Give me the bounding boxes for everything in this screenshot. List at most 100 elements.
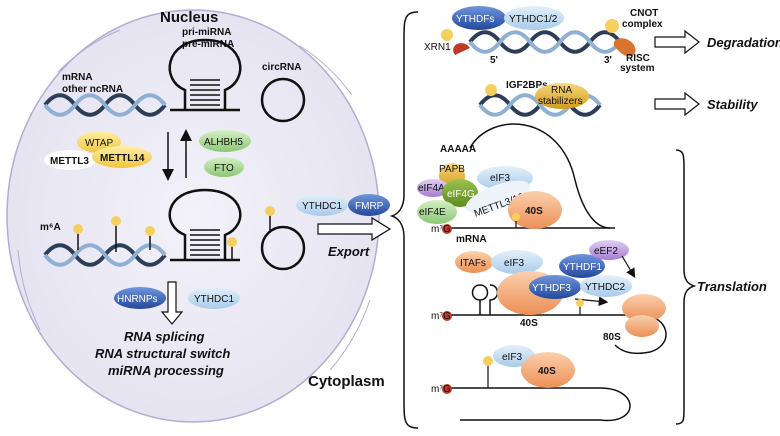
risc-label: RISC [626, 53, 650, 64]
degradation-label: Degradation [707, 35, 780, 50]
ythdc1-export-label: YTHDC1 [302, 201, 342, 212]
other-ncrna-label: other ncRNA [62, 84, 123, 95]
m7g-label-2: m⁷G [431, 311, 451, 322]
xrn1-protein [453, 43, 470, 55]
itafs-protein [455, 251, 493, 273]
ribosome-80s [622, 294, 666, 337]
igf2bps-label: IGF2BPs [506, 80, 548, 91]
rna-stabilizers-protein [535, 83, 589, 109]
cnot-protein [605, 19, 619, 33]
eef2-protein [589, 240, 629, 260]
alkbh5-label: ALHBH5 [204, 137, 243, 148]
aaaaa-label: AAAAA [440, 144, 476, 155]
system-label: system [620, 63, 655, 74]
circrna-top [260, 77, 306, 123]
itafs-label: ITAFs [460, 258, 486, 269]
eif4g-label: eIF4G [447, 189, 475, 200]
ythdf3-protein [529, 275, 581, 299]
eef2-arrow [621, 255, 636, 279]
ythdc1-nuclear-label: YTHDC1 [194, 294, 234, 305]
ires-loop [471, 284, 489, 315]
hnrnps-label: HNRNPs [117, 294, 158, 305]
eif3-label-3: eIF3 [502, 352, 522, 363]
hairpin-top [168, 38, 242, 112]
nucleus [6, 9, 380, 423]
eif3-label: eIF3 [490, 173, 510, 184]
rna-stabilizers-label-2: stabilizers [538, 96, 582, 107]
m7g-label-3: m⁷G [431, 384, 451, 395]
complex-label: complex [622, 19, 663, 30]
m6a-label: m⁶A [40, 222, 61, 233]
mettl316-protein [465, 180, 531, 214]
nuclear-pore-arc [299, 45, 353, 96]
mrna-methylated [43, 216, 167, 267]
export-arrow [317, 216, 392, 242]
rna-structural-switch-label: RNA structural switch [95, 346, 230, 361]
mrna-loop-1 [469, 123, 611, 229]
m6a-dot [512, 213, 520, 221]
cytoplasm-brace [389, 11, 419, 429]
stability-arrow [654, 91, 700, 117]
eighty-s-label: 80S [603, 332, 621, 343]
ribosome-40s-1 [508, 191, 562, 229]
eif4a-protein [417, 179, 449, 197]
degradation-mrna [468, 30, 622, 54]
pre-mirna-label: pre-miRNA [182, 39, 234, 50]
m7g-cap-3 [442, 384, 452, 394]
cytoplasm-title: Cytoplasm [308, 373, 385, 390]
alkbh5-protein [199, 130, 251, 152]
mirna-processing-label: miRNA processing [108, 363, 224, 378]
risc-protein [613, 38, 636, 57]
nuclear-pore-arc [57, 29, 121, 73]
hairpin-methylated [168, 188, 242, 262]
eif4g-protein [442, 179, 478, 207]
three-prime-label: 3' [604, 55, 612, 66]
five-prime-label: 5' [490, 55, 498, 66]
ythdc2-label: YTHDC2 [585, 282, 625, 293]
mettl14-protein [92, 146, 152, 168]
nuclear-pore-arc [329, 299, 371, 371]
ythdfs-protein [452, 6, 506, 30]
m6a-dot [485, 84, 497, 96]
eif3-label-2: eIF3 [504, 258, 524, 269]
forty-s-label-1: 40S [525, 206, 543, 217]
mettl14-label: METTL14 [100, 153, 145, 164]
stability-label: Stability [707, 97, 758, 112]
nucleus-title: Nucleus [160, 9, 218, 26]
ythdc1-nuclear-protein [188, 287, 240, 309]
ythdf3-label: YTHDF3 [532, 283, 571, 294]
eef2-label: eEF2 [594, 246, 618, 257]
eraser-complex: ALHBH5 FTO [199, 130, 251, 177]
papb-label: PAPB [439, 164, 465, 175]
forty-s-label-2: 40S [520, 318, 538, 329]
ythdc12-protein [504, 6, 564, 30]
ythdf1-label: YTHDF1 [563, 262, 602, 273]
m7g-label-1: m⁷G [431, 224, 451, 235]
mrna-top [43, 93, 167, 117]
mettl3-label: METTL3 [50, 156, 89, 167]
forty-s-label-3: 40S [538, 366, 556, 377]
fto-protein [204, 157, 244, 177]
m6a-dot [483, 356, 493, 366]
m7g-cap-1 [442, 224, 452, 234]
mrna-label: mRNA [62, 72, 93, 83]
m6a-dot [441, 29, 453, 41]
ythdc1-export-protein [296, 194, 348, 216]
fmrp-label: FMRP [355, 201, 384, 212]
translation-brace [675, 149, 697, 425]
rna-splicing-label: RNA splicing [124, 329, 204, 344]
nuclear-outcome-arrow [160, 281, 184, 325]
cnot-label: CNOT [630, 8, 658, 19]
fto-label: FTO [214, 163, 234, 174]
mettl3-protein [44, 150, 96, 170]
degradation-arrow [654, 29, 700, 55]
ribosome-40s-3 [521, 352, 575, 388]
mrna-loop-2 [614, 314, 667, 355]
hnrnps-protein [114, 287, 166, 309]
ythdc12-label: YTHDC1/2 [509, 14, 558, 25]
eif3-protein [491, 250, 543, 274]
m7g-cap-2 [442, 311, 452, 321]
ythdfs-label: YTHDFs [456, 14, 494, 25]
nuclear-pore-arc [17, 249, 41, 331]
